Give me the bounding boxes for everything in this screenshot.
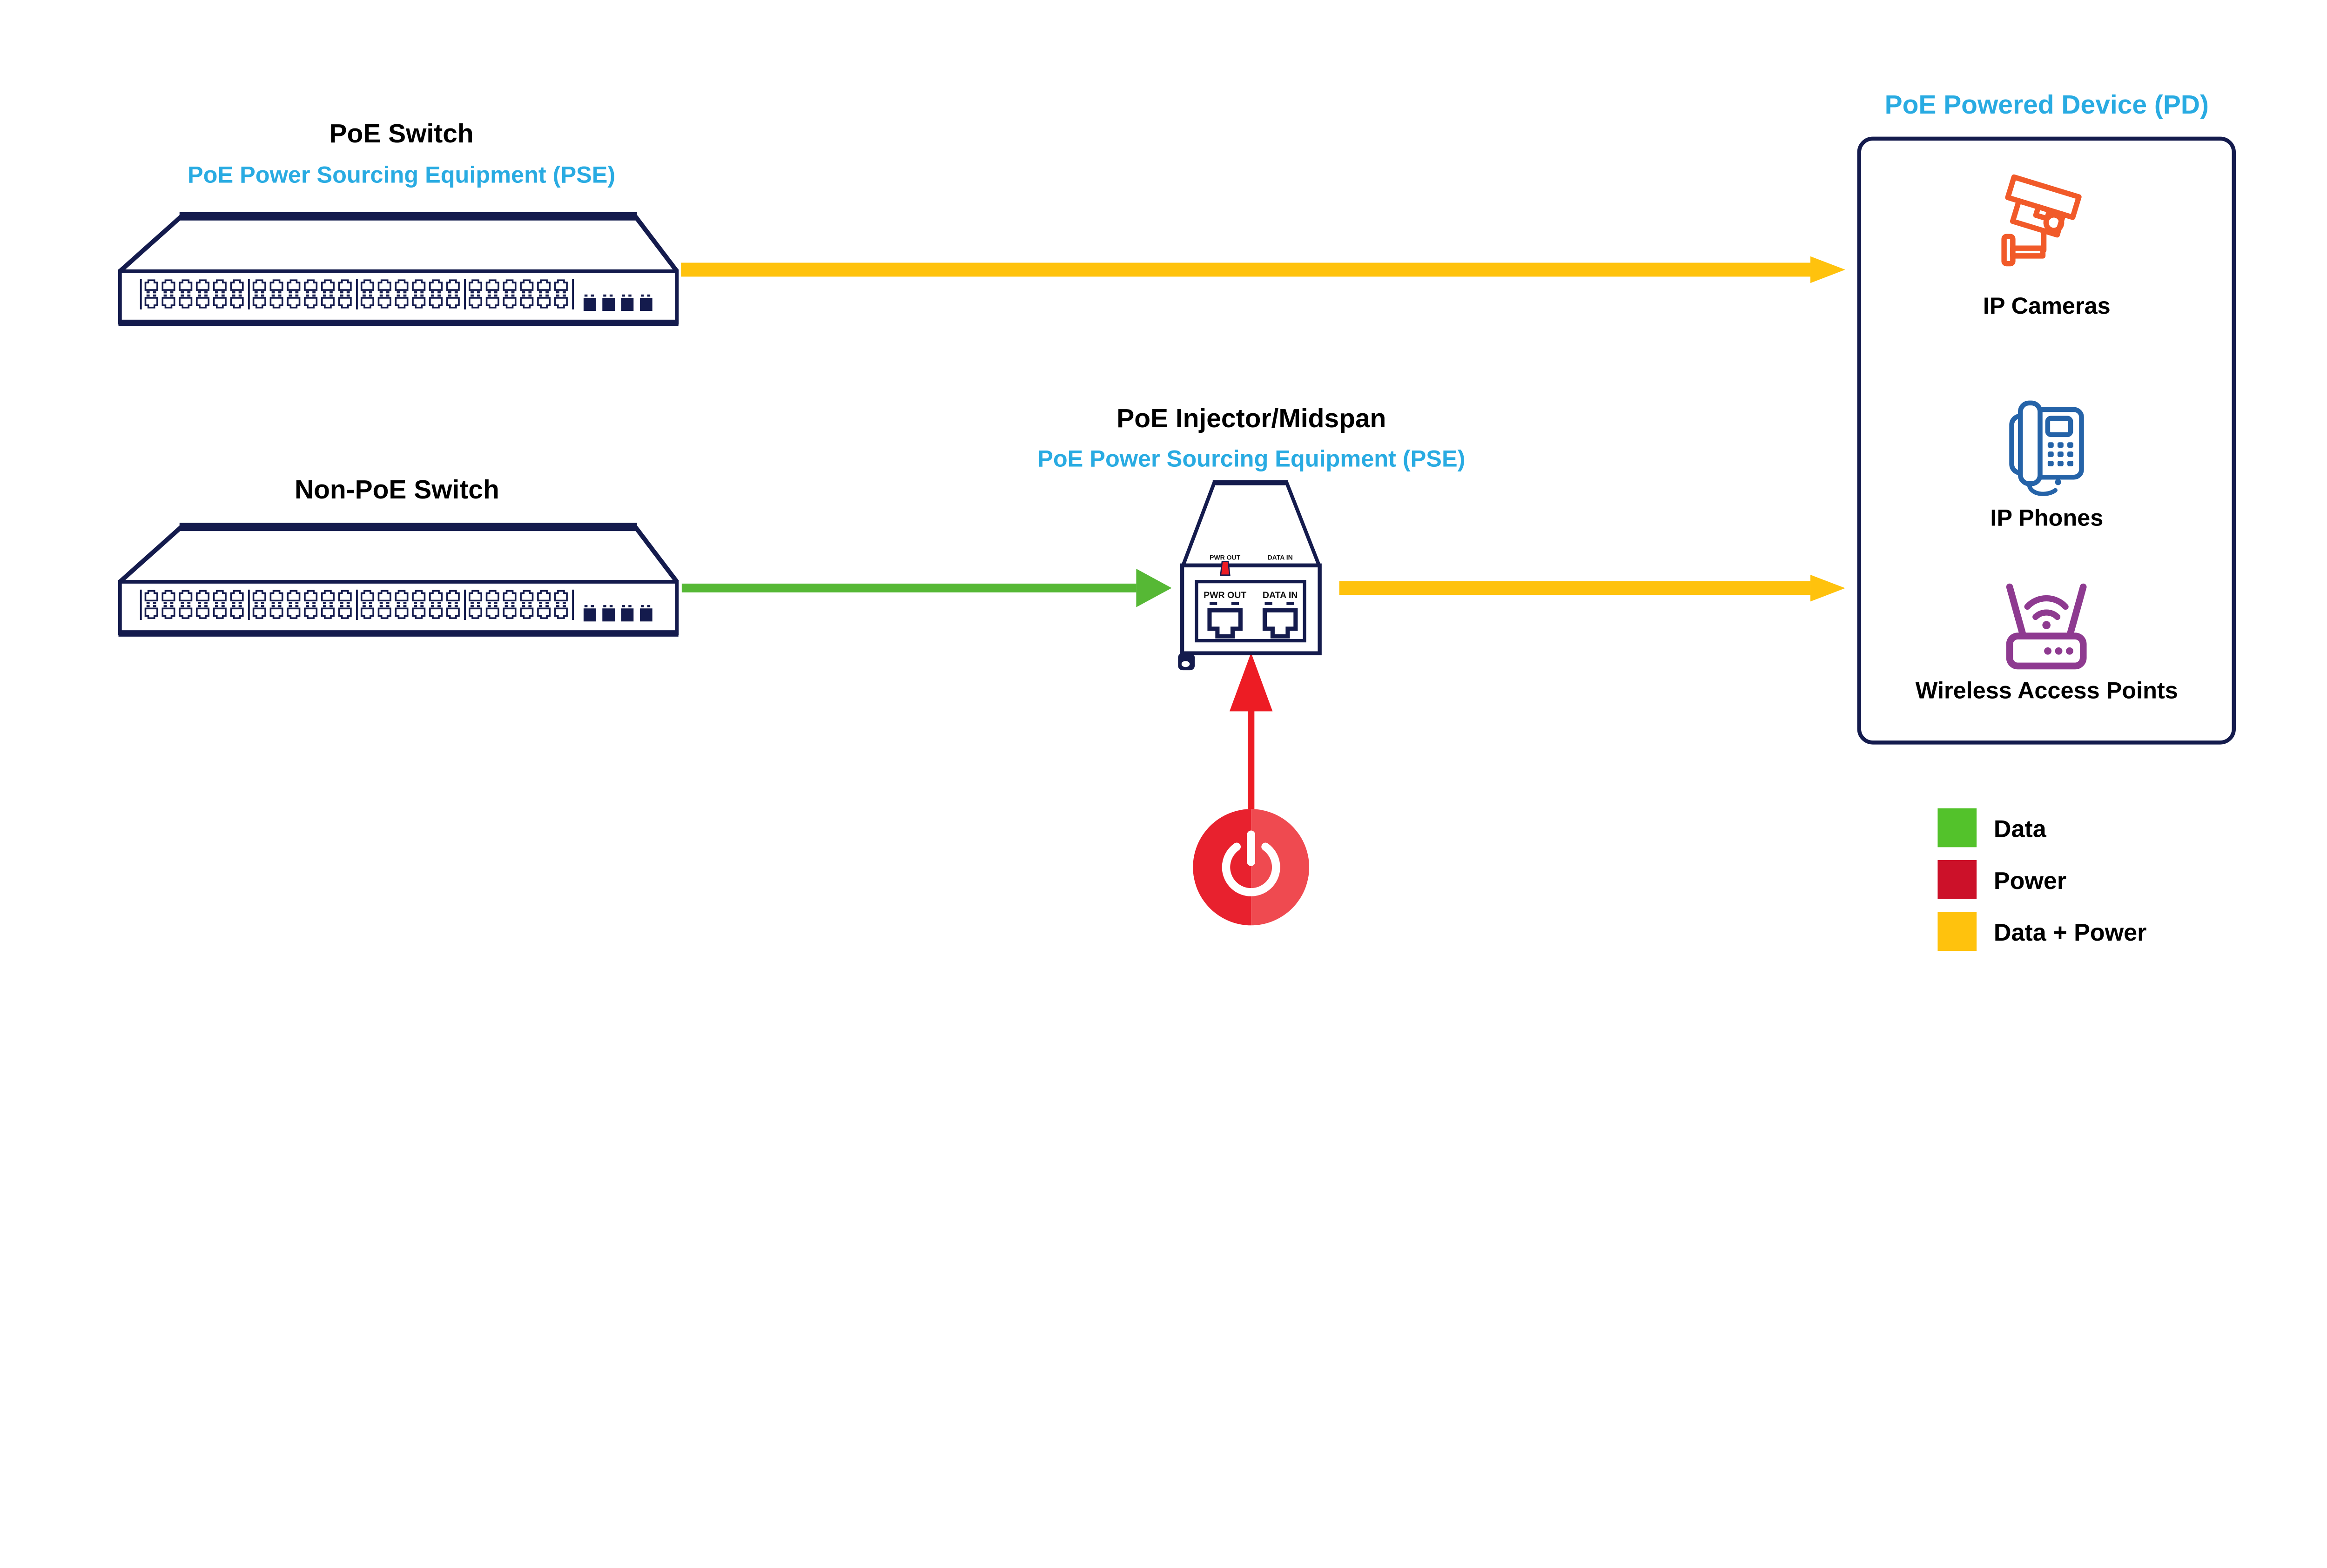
data-power-arrow-top [681,256,1845,283]
injector-top-data-in-label: DATA IN [1268,553,1293,561]
injector-top-pwr-out-label: PWR OUT [1210,553,1240,561]
injector-graphic: PWR OUT DATA IN PWR OUT DATA IN [1178,480,1322,671]
pd-panel: PoE Powered Device (PD) IP Cameras [1857,90,2236,745]
pd-device-label: IP Phones [1990,505,2103,531]
poe-switch-node: PoE Switch PoE Power Sourcing Equipment … [119,119,679,326]
injector-panel-data-in-label: DATA IN [1263,590,1298,600]
power-led [1220,561,1231,576]
pwr-out-port [1207,608,1243,639]
legend-swatch-data [1937,808,1977,848]
poe-switch-subtitle: PoE Power Sourcing Equipment (PSE) [188,161,615,188]
data-arrow [681,569,1172,607]
data-in-port [1262,608,1298,639]
wireless-access-point-icon [2006,583,2087,670]
pd-panel-title: PoE Powered Device (PD) [1885,90,2209,120]
power-arrow [1229,653,1273,809]
non-poe-switch-graphic [119,527,679,637]
legend-label-power: Power [1994,868,2066,895]
poe-injector-node: PoE Injector/Midspan PoE Power Sourcing … [1037,404,1465,671]
power-source-icon [1193,809,1310,926]
injector-subtitle: PoE Power Sourcing Equipment (PSE) [1037,445,1465,472]
legend: Data Power Data + Power [1937,808,2146,951]
non-poe-switch-title: Non-PoE Switch [295,475,499,505]
legend-swatch-power [1937,860,1977,899]
injector-panel-pwr-out-label: PWR OUT [1204,590,1246,600]
legend-swatch-data-power [1937,912,1977,951]
data-power-arrow-bottom [1339,575,1845,602]
pd-device-label: Wireless Access Points [1916,677,2178,704]
cctv-camera-icon [2001,174,2082,267]
pd-device-label: IP Cameras [1983,292,2111,319]
legend-label-data-power: Data + Power [1994,919,2147,946]
non-poe-switch-node: Non-PoE Switch [119,475,679,637]
legend-label-data: Data [1994,816,2047,843]
poe-switch-graphic [119,216,679,326]
poe-switch-title: PoE Switch [330,119,474,148]
diagram-canvas: PoE Switch PoE Power Sourcing Equipment … [0,90,2236,951]
ip-phone-icon [2009,400,2084,496]
injector-title: PoE Injector/Midspan [1116,404,1386,433]
